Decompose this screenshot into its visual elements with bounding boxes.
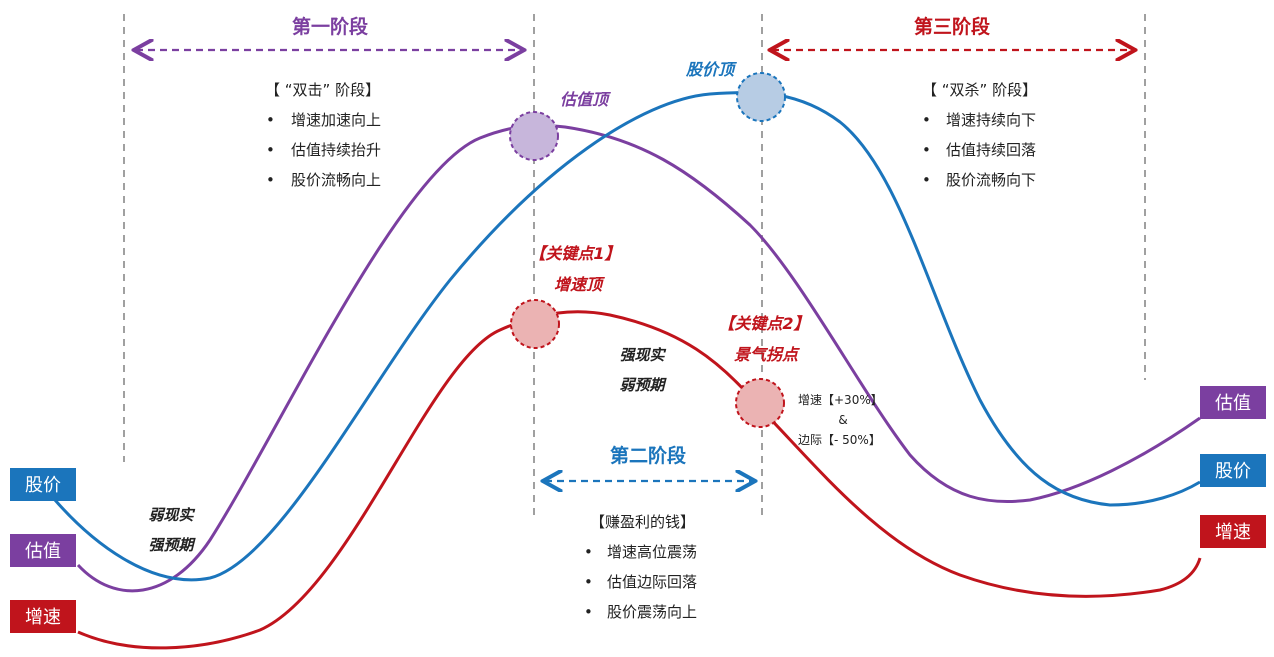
stage3-bullet-3: 股价流畅向下 xyxy=(946,171,1036,189)
key-point-2-label: 【关键点2】 xyxy=(718,314,809,333)
strong-reality-label: 强现实 xyxy=(619,346,666,364)
stage1-bullet-1: 增速加速向上 xyxy=(291,111,381,129)
stage2-subtitle: 【赚盈利的钱】 xyxy=(590,513,695,531)
stage1-bullet-3: 股价流畅向上 xyxy=(291,171,381,189)
stage2-bullet-1: 增速高位震荡 xyxy=(607,543,697,561)
stage1-bullet-2: 估值持续抬升 xyxy=(291,141,381,159)
right-label-price: 股价 xyxy=(1215,461,1251,482)
stage2-bullet-dot: • xyxy=(584,573,593,591)
stage3-title: 第三阶段 xyxy=(914,15,991,38)
strong-expectation-label: 强预期 xyxy=(148,536,196,554)
price-curve xyxy=(53,90,1201,582)
weak-expectation-label: 弱预期 xyxy=(619,376,667,394)
stage1-bullet-dot: • xyxy=(266,171,275,189)
stage3-bullet-1: 增速持续向下 xyxy=(946,111,1036,129)
left-label-valuation: 估值 xyxy=(25,541,61,562)
stage2-bullet-3: 股价震荡向上 xyxy=(607,603,697,621)
price-top-label: 股价顶 xyxy=(685,60,737,79)
stage3-subtitle: 【 “双杀” 阶段】 xyxy=(922,81,1037,99)
growth-note-2: 边际【- 50%】 xyxy=(798,433,881,447)
stage3-bullet-dot: • xyxy=(922,111,931,129)
right-label-valuation-box xyxy=(1200,386,1266,419)
left-label-growth-box xyxy=(10,600,76,633)
valuation-top-marker xyxy=(509,111,559,161)
key-point-1-label: 【关键点1】 xyxy=(529,244,620,263)
stage1-title: 第一阶段 xyxy=(292,15,369,38)
left-label-valuation-box xyxy=(10,534,76,567)
stage3-bullet-dot: • xyxy=(922,141,931,159)
stage1-bullet-dot: • xyxy=(266,141,275,159)
weak-reality-label: 弱现实 xyxy=(148,506,195,524)
price-top-marker xyxy=(736,72,786,122)
boom-inflection-label: 景气拐点 xyxy=(734,345,800,364)
left-label-price-box xyxy=(10,468,76,501)
stage3-bullet-dot: • xyxy=(922,171,931,189)
growth-top-label: 增速顶 xyxy=(554,275,605,294)
right-label-valuation: 估值 xyxy=(1215,393,1251,414)
boom-inflection-marker xyxy=(735,378,785,428)
right-label-growth: 增速 xyxy=(1215,522,1251,543)
left-label-price: 股价 xyxy=(25,475,61,496)
left-label-growth: 增速 xyxy=(25,607,61,628)
right-label-price-box xyxy=(1200,454,1266,487)
stage1-subtitle: 【 “双击” 阶段】 xyxy=(265,81,380,99)
stage2-bullet-2: 估值边际回落 xyxy=(607,573,697,591)
stage1-bullet-dot: • xyxy=(266,111,275,129)
growth-top-marker xyxy=(510,299,560,349)
growth-curve xyxy=(77,310,1202,650)
valuation-curve xyxy=(76,123,1201,593)
right-label-growth-box xyxy=(1200,515,1266,548)
growth-note-1: 增速【+30%】 xyxy=(798,393,883,407)
valuation-top-label: 估值顶 xyxy=(560,90,611,109)
stage2-title: 第二阶段 xyxy=(610,444,687,467)
stage2-bullet-dot: • xyxy=(584,543,593,561)
stage2-bullet-dot: • xyxy=(584,603,593,621)
stage3-bullet-2: 估值持续回落 xyxy=(946,141,1036,159)
growth-note-amp: & xyxy=(838,413,847,427)
